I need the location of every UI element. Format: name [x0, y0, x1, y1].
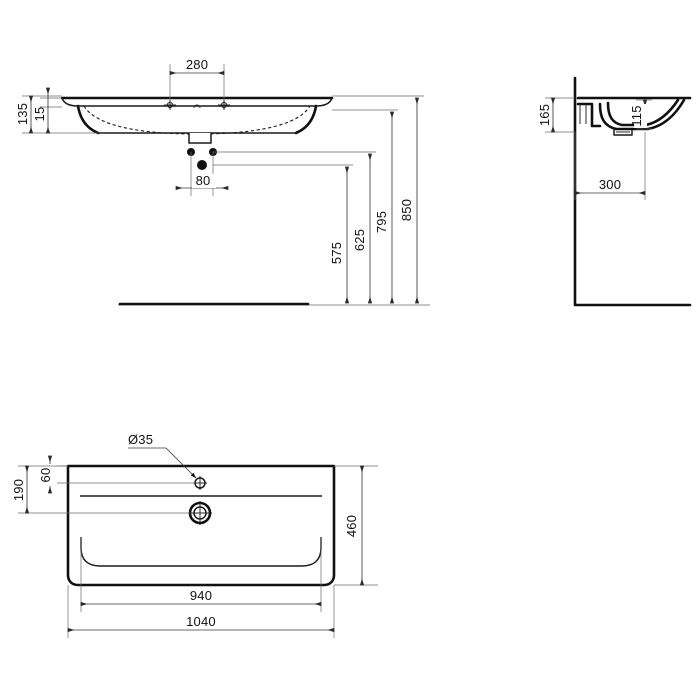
front-overflow-slot [193, 104, 201, 109]
side-fixing-detail [579, 104, 587, 124]
dim-795-height: 795 [332, 109, 398, 304]
dim-label-115: 115 [629, 105, 644, 126]
dim-label-280: 280 [186, 57, 208, 72]
front-waste-outline [188, 133, 212, 144]
dim-190-back-zone: 190 [11, 465, 190, 514]
dim-label-575: 575 [329, 242, 344, 264]
dim-165-basin-height: 165 [537, 97, 575, 133]
front-waste-stub [188, 133, 212, 144]
plan-diameter-callout: Ø35 [128, 432, 197, 479]
front-tap-hole-right [218, 100, 230, 110]
front-rim-underside [61, 97, 333, 107]
dim-115-bowl-depth: 115 [629, 99, 652, 130]
dim-60-hole-from-back: 60 [38, 455, 195, 494]
service-dot-waste [197, 160, 207, 170]
dim-135-rim-height: 135 [15, 95, 98, 134]
dim-80-waste-offset: 80 [175, 152, 229, 196]
plan-waste-outlet [188, 501, 212, 525]
side-back-apron [576, 102, 602, 128]
front-bowl-hidden-profile [83, 105, 311, 135]
dim-575-height: 575 [213, 164, 353, 304]
plan-basin-outline [66, 464, 336, 587]
front-tap-hole-left [164, 100, 176, 110]
front-bowl-left-wall [76, 104, 100, 135]
dim-label-940: 940 [190, 588, 212, 603]
front-service-points [187, 148, 217, 170]
plan-view: Ø35 60 190 460 [11, 432, 378, 638]
dim-label-795: 795 [374, 211, 389, 233]
dim-label-1040: 1040 [186, 614, 216, 629]
dim-300-projection: 300 [574, 132, 646, 200]
dim-label-15: 15 [32, 107, 47, 122]
dim-label-625: 625 [352, 229, 367, 251]
dim-label-190: 190 [11, 479, 26, 501]
front-basin-outline [60, 96, 334, 135]
dim-15-rim-thickness: 15 [32, 87, 62, 134]
side-section-view: 165 115 300 [537, 76, 692, 307]
dim-label-850: 850 [399, 199, 414, 221]
front-elevation-view: 280 135 15 [15, 57, 430, 306]
dim-label-diameter-35: Ø35 [128, 432, 153, 447]
dim-940-bowl-width: 940 [80, 537, 322, 612]
side-waste-stub [613, 129, 633, 136]
dim-label-460: 460 [344, 515, 359, 537]
dim-1040-overall-width: 1040 [67, 585, 335, 638]
dim-label-300: 300 [599, 177, 621, 192]
dim-label-80: 80 [196, 173, 211, 188]
dim-460-depth: 460 [334, 465, 378, 586]
front-bowl-right-wall [294, 104, 318, 135]
dim-280-tap-spacing: 280 [169, 57, 225, 100]
dim-625-height: 625 [213, 151, 376, 304]
plan-bowl-rim [80, 537, 322, 567]
plan-tap-hole [193, 476, 207, 490]
dim-850-height: 850 [332, 95, 424, 304]
dim-label-60: 60 [38, 468, 53, 483]
dim-label-135: 135 [15, 103, 30, 125]
dim-label-165: 165 [537, 104, 552, 126]
